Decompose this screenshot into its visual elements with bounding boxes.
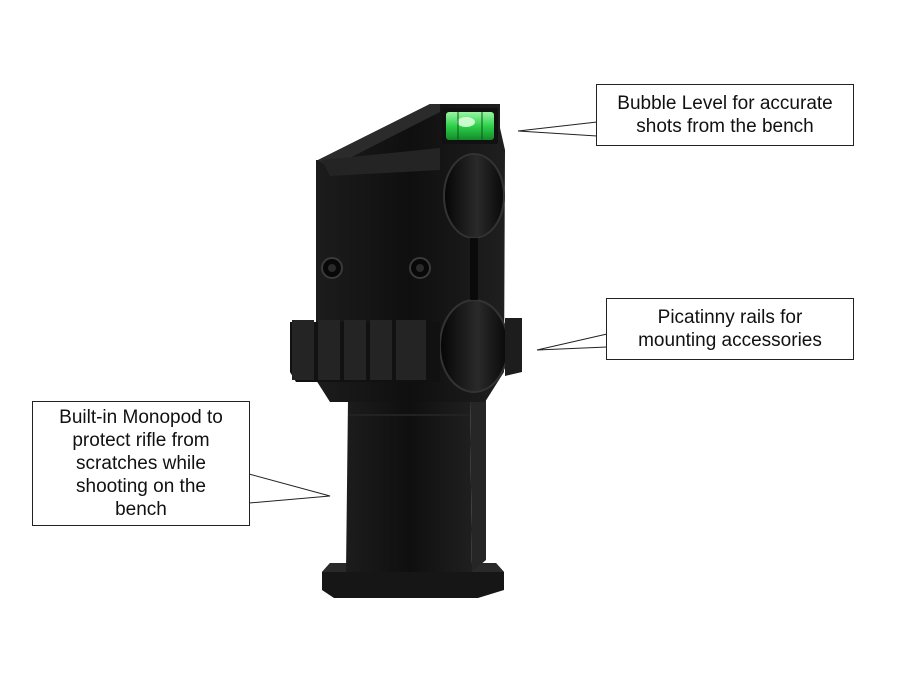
callout-picatinny-rails: Picatinny rails for mounting accessories <box>606 298 854 360</box>
callout-picatinny-rails-text: Picatinny rails for mounting accessories <box>638 307 822 351</box>
upper-barrel-hole <box>443 153 505 239</box>
leader-picatinny <box>536 333 608 351</box>
screw-left <box>321 257 343 279</box>
picatinny-rail <box>290 318 522 382</box>
leader-bubble-level <box>517 121 598 137</box>
leader-monopod <box>248 473 331 504</box>
callout-bubble-level: Bubble Level for accurate shots from the… <box>596 84 854 146</box>
clamp-split <box>470 238 478 300</box>
monopod-column <box>346 392 486 572</box>
callout-monopod-text: Built-in Monopod to protect rifle from s… <box>59 407 223 520</box>
callout-monopod: Built-in Monopod to protect rifle from s… <box>32 401 250 526</box>
screw-right <box>409 257 431 279</box>
lower-barrel-hole <box>439 299 509 393</box>
bubble-level-vial <box>442 108 498 144</box>
callout-bubble-level-text: Bubble Level for accurate shots from the… <box>617 93 833 137</box>
